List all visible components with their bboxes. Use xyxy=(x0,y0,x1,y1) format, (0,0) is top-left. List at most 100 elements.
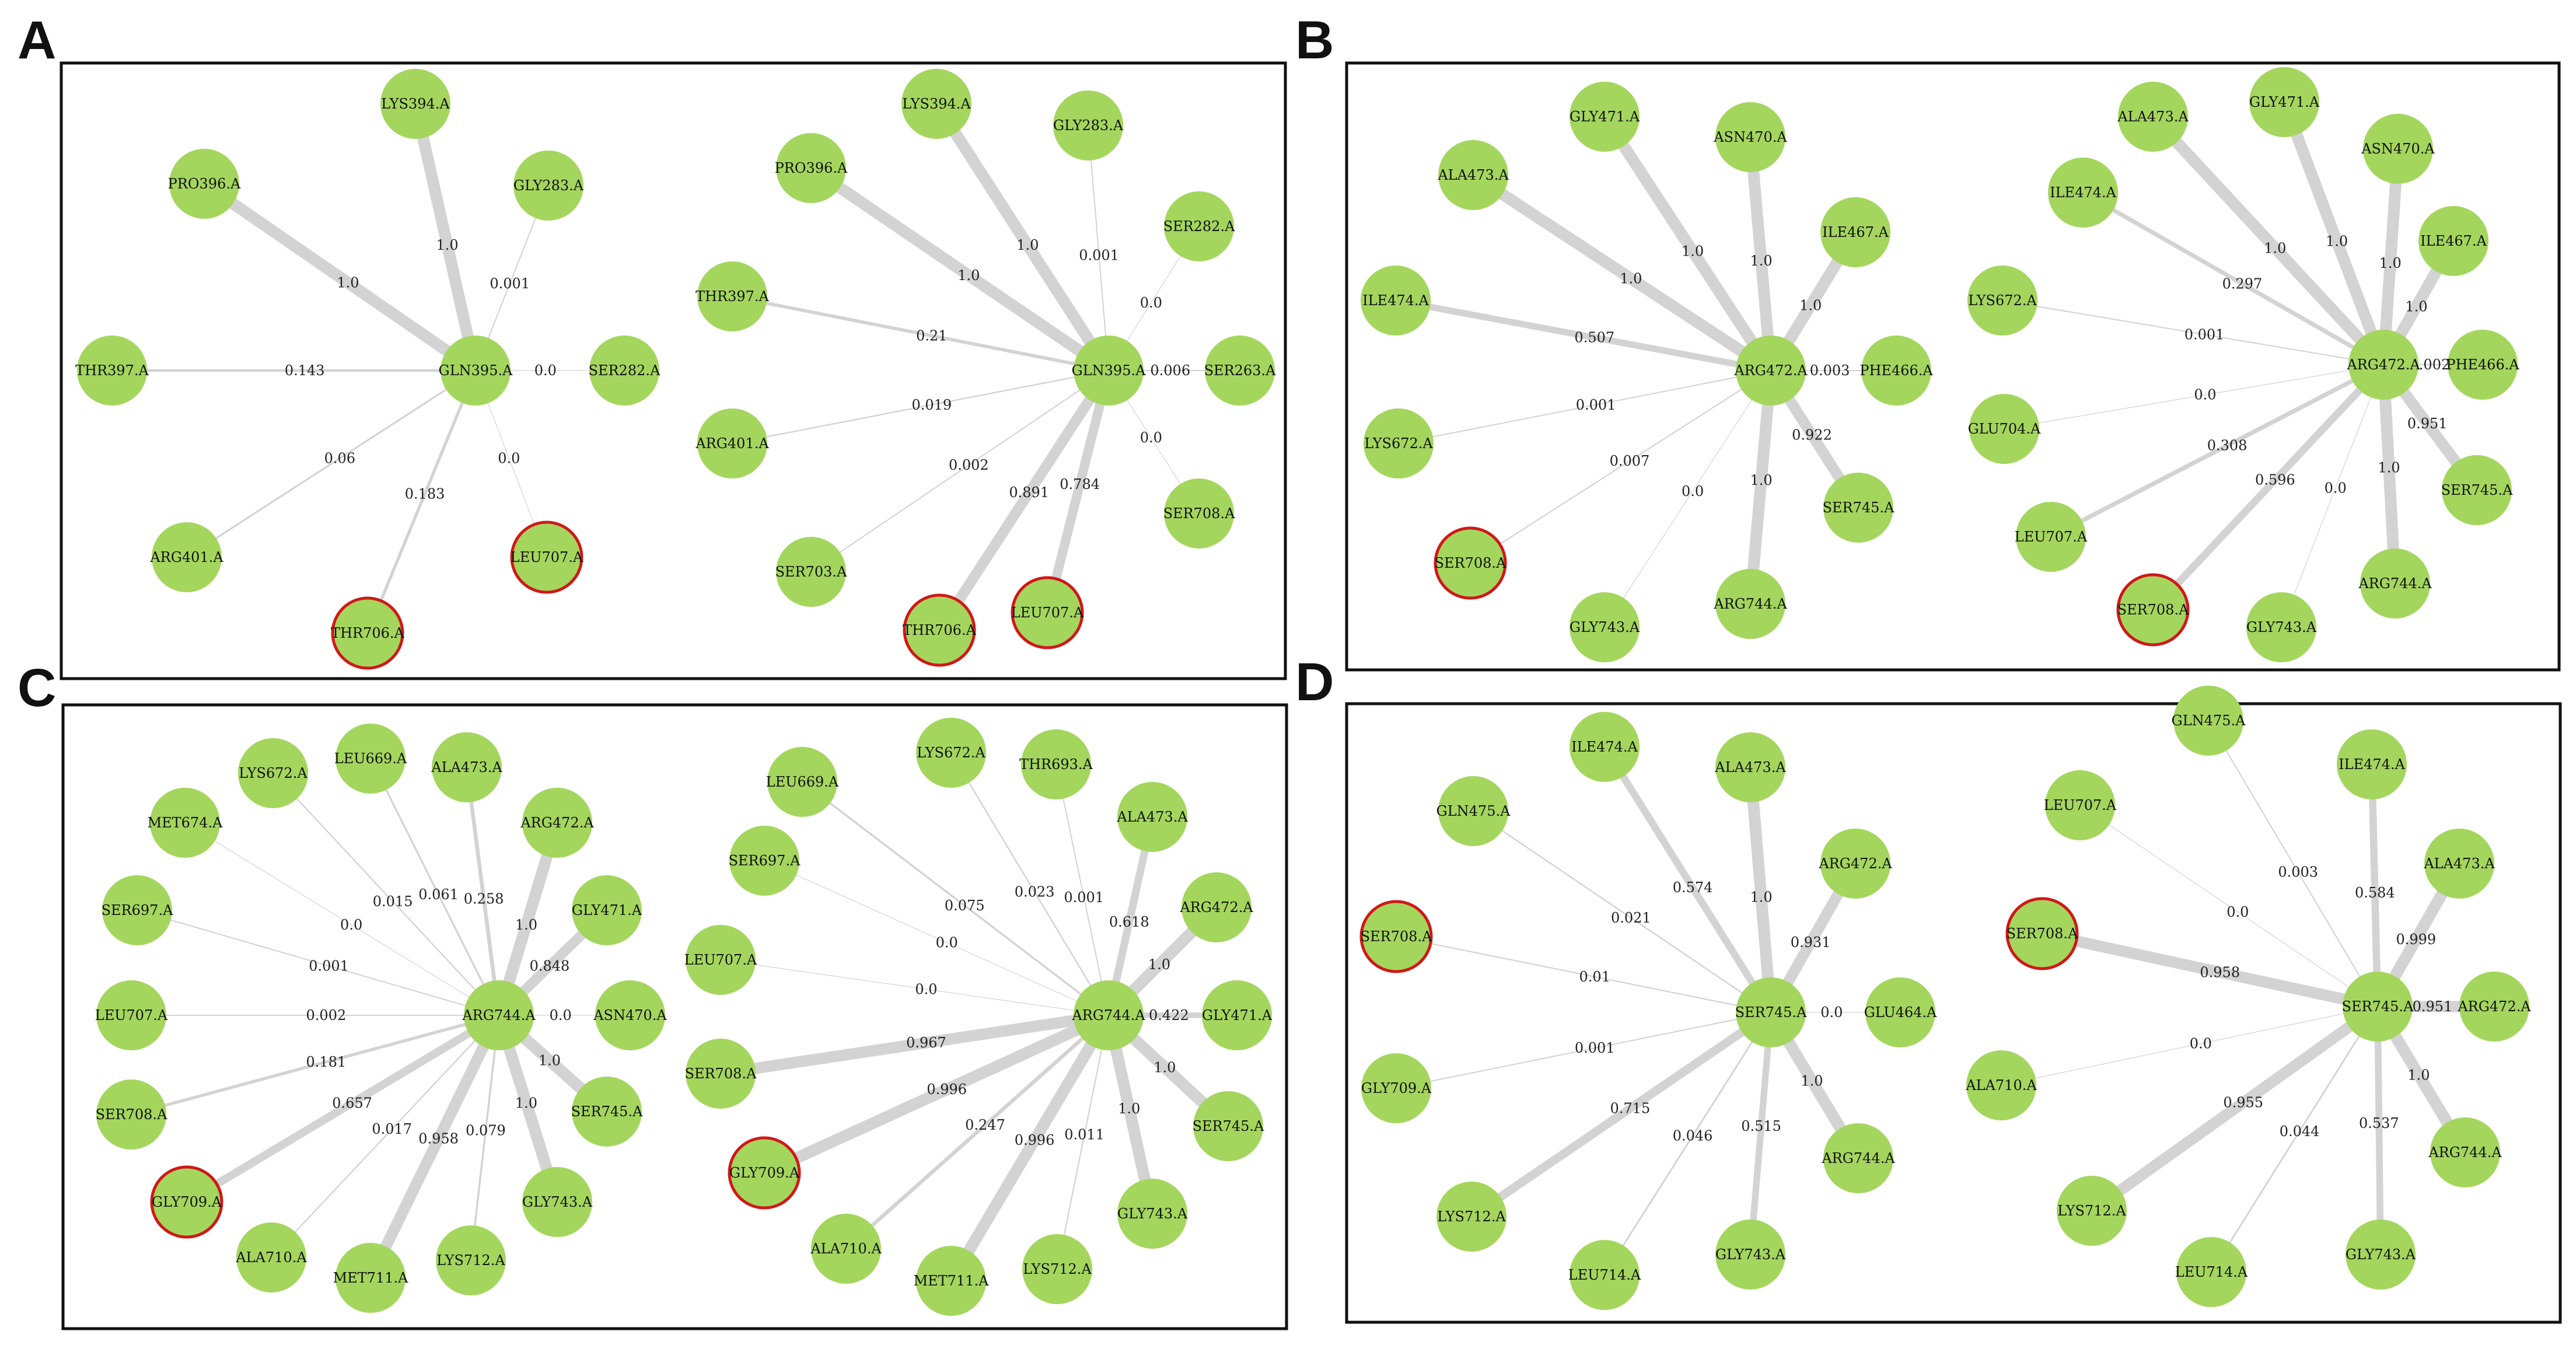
edge-ala473-a xyxy=(1470,170,1774,376)
node-circle xyxy=(2448,330,2518,400)
node-gly283-a: GLY283.A xyxy=(513,151,584,221)
center-node-label: SER745.A xyxy=(2342,998,2414,1015)
node-circle xyxy=(572,1077,642,1147)
node-circle xyxy=(238,738,308,808)
nodes: GLY471.AASN470.AALA473.AILE467.AILE474.A… xyxy=(1361,82,1933,662)
edge-weight-gly283-a: 0.001 xyxy=(490,275,530,292)
node-label: ARG472.A xyxy=(520,815,594,831)
edge-weight-gly471-a: 0.422 xyxy=(1149,1007,1189,1023)
edge-weight-ile474-a: 0.574 xyxy=(1673,879,1713,896)
edge-weight-met711-a: 0.996 xyxy=(1015,1132,1055,1148)
edge-weights: 0.5741.00.0210.9310.010.00.0011.00.7150.… xyxy=(1575,879,1843,1144)
node-label: LYS394.A xyxy=(381,96,450,112)
node-ile474-a: ILE474.A xyxy=(1570,712,1640,782)
edge-weight-ser708-a: 0.007 xyxy=(1610,453,1650,469)
center-node-arg472-a: ARG472.A xyxy=(1733,336,1808,406)
edge-ile474-a xyxy=(2368,764,2382,1007)
edge-weight-ser697-a: 0.0 xyxy=(936,934,958,951)
center-node-label: SER745.A xyxy=(1735,1004,1807,1021)
node-thr397-a: THR397.A xyxy=(75,336,149,406)
center-node-label: ARG744.A xyxy=(1071,1007,1145,1023)
node-label: ARG472.A xyxy=(1179,899,1253,916)
edge-weight-gly743-a: 0.0 xyxy=(1682,483,1704,499)
edge-weights: 1.01.01.01.00.5070.0030.0010.9220.0070.0… xyxy=(1574,243,1850,499)
node-label: LEU707.A xyxy=(2015,529,2088,545)
edge-weight-ser708-a: 0.181 xyxy=(306,1054,347,1070)
node-arg744-a: ARG744.A xyxy=(2428,1117,2502,1187)
node-label: GLY283.A xyxy=(1053,117,1124,134)
node-pro396-a: PRO396.A xyxy=(775,133,848,203)
node-circle xyxy=(1823,473,1893,543)
edge-weight-arg472-a: 1.0 xyxy=(1148,956,1170,973)
node-gly471-a: GLY471.A xyxy=(2249,67,2320,137)
edge-weight-thr397-a: 0.21 xyxy=(916,327,947,344)
node-label: ALA473.A xyxy=(2117,109,2189,125)
edge-gln475-a xyxy=(1473,810,1771,1013)
center-node-circle xyxy=(1736,336,1806,406)
node-label: GLY471.A xyxy=(572,902,642,918)
node-phe466-a: PHE466.A xyxy=(2446,330,2519,400)
edge-arg401-a xyxy=(186,369,476,558)
edge-weight-arg472-a: 1.0 xyxy=(515,917,537,933)
node-circle xyxy=(2116,573,2190,647)
node-circle xyxy=(2249,67,2319,137)
node-circle xyxy=(522,1167,592,1237)
edge-weight-gly283-a: 0.001 xyxy=(1079,247,1119,264)
edge-weights: 1.00.0011.00.00.210.0060.0190.00.0020.89… xyxy=(911,237,1190,501)
node-circle xyxy=(1966,1050,2036,1120)
node-leu707-a: LEU707.A xyxy=(1011,576,1084,649)
node-thr397-a: THR397.A xyxy=(695,261,770,331)
edge-weight-ile467-a: 1.0 xyxy=(1799,298,1822,314)
node-label: MET711.A xyxy=(333,1270,409,1286)
edge-weight-pro396-a: 1.0 xyxy=(957,267,980,284)
edge-gly283-a xyxy=(1087,125,1110,371)
node-ser745-a: SER745.A xyxy=(571,1077,643,1147)
node-circle xyxy=(1715,569,1785,639)
edge-ser697-a xyxy=(137,910,499,1016)
node-circle xyxy=(595,980,665,1050)
node-label: GLY471.A xyxy=(2249,94,2320,110)
edge-weight-lys394-a: 1.0 xyxy=(1016,237,1039,253)
node-label: ARG744.A xyxy=(2428,1144,2502,1161)
node-circle xyxy=(2346,1220,2416,1290)
node-lys672-a: LYS672.A xyxy=(1364,408,1434,478)
edge-weight-lys712-a: 0.011 xyxy=(1064,1126,1105,1143)
node-lys394-a: LYS394.A xyxy=(901,69,971,139)
node-label: SER697.A xyxy=(729,853,801,869)
center-node-circle xyxy=(2348,330,2418,400)
node-ala710-a: ALA710.A xyxy=(235,1222,307,1292)
node-label: LEU669.A xyxy=(334,750,407,767)
node-circle xyxy=(1436,1182,1507,1252)
edge-weight-ser282-a: 0.0 xyxy=(1140,295,1162,311)
node-circle xyxy=(2337,729,2407,799)
node-circle xyxy=(380,69,450,139)
node-lys712-a: LYS712.A xyxy=(2057,1176,2127,1246)
node-label: LEU714.A xyxy=(1568,1267,1641,1283)
center-node-label: ARG472.A xyxy=(1733,362,1808,379)
edge-gly471-a xyxy=(1599,113,1776,374)
center-node-label: GLN395.A xyxy=(1072,362,1147,379)
edge-lys712-a xyxy=(2088,1002,2381,1215)
node-asn470-a: ASN470.A xyxy=(593,980,667,1050)
edge-weight-met711-a: 0.958 xyxy=(418,1131,459,1147)
node-label: GLY743.A xyxy=(1715,1246,1786,1263)
edge-ala473-a xyxy=(1745,767,1777,1013)
edge-leu707-a xyxy=(720,959,1109,1016)
node-label: GLN475.A xyxy=(1436,803,1511,819)
node-label: SER708.A xyxy=(1361,928,1432,945)
nodes: GLN475.AILE474.ALEU707.AALA473.ASER708.A… xyxy=(1965,686,2531,1307)
node-circle xyxy=(2360,549,2430,619)
node-ala710-a: ALA710.A xyxy=(810,1214,882,1284)
node-label: LYS672.A xyxy=(1968,292,2037,309)
node-circle xyxy=(1117,1179,1187,1249)
edge-ala710-a xyxy=(2001,1006,2378,1086)
node-circle xyxy=(510,520,583,594)
panel-d-network-1: 0.5741.00.0210.9310.010.00.0011.00.7150.… xyxy=(1359,712,1937,1310)
node-gly743-a: GLY743.A xyxy=(522,1167,593,1237)
edge-weight-ala473-a: 0.999 xyxy=(2396,931,2436,948)
node-ser708-a: SER708.A xyxy=(2116,573,2190,647)
node-label: LYS712.A xyxy=(2057,1203,2126,1219)
edge-weights: 0.0230.0750.0010.6180.01.00.00.4220.9671… xyxy=(906,884,1189,1148)
nodes: ILE474.AALA473.AGLN475.AARG472.ASER708.A… xyxy=(1359,712,1937,1310)
edge-glu704-a xyxy=(2004,364,2384,429)
